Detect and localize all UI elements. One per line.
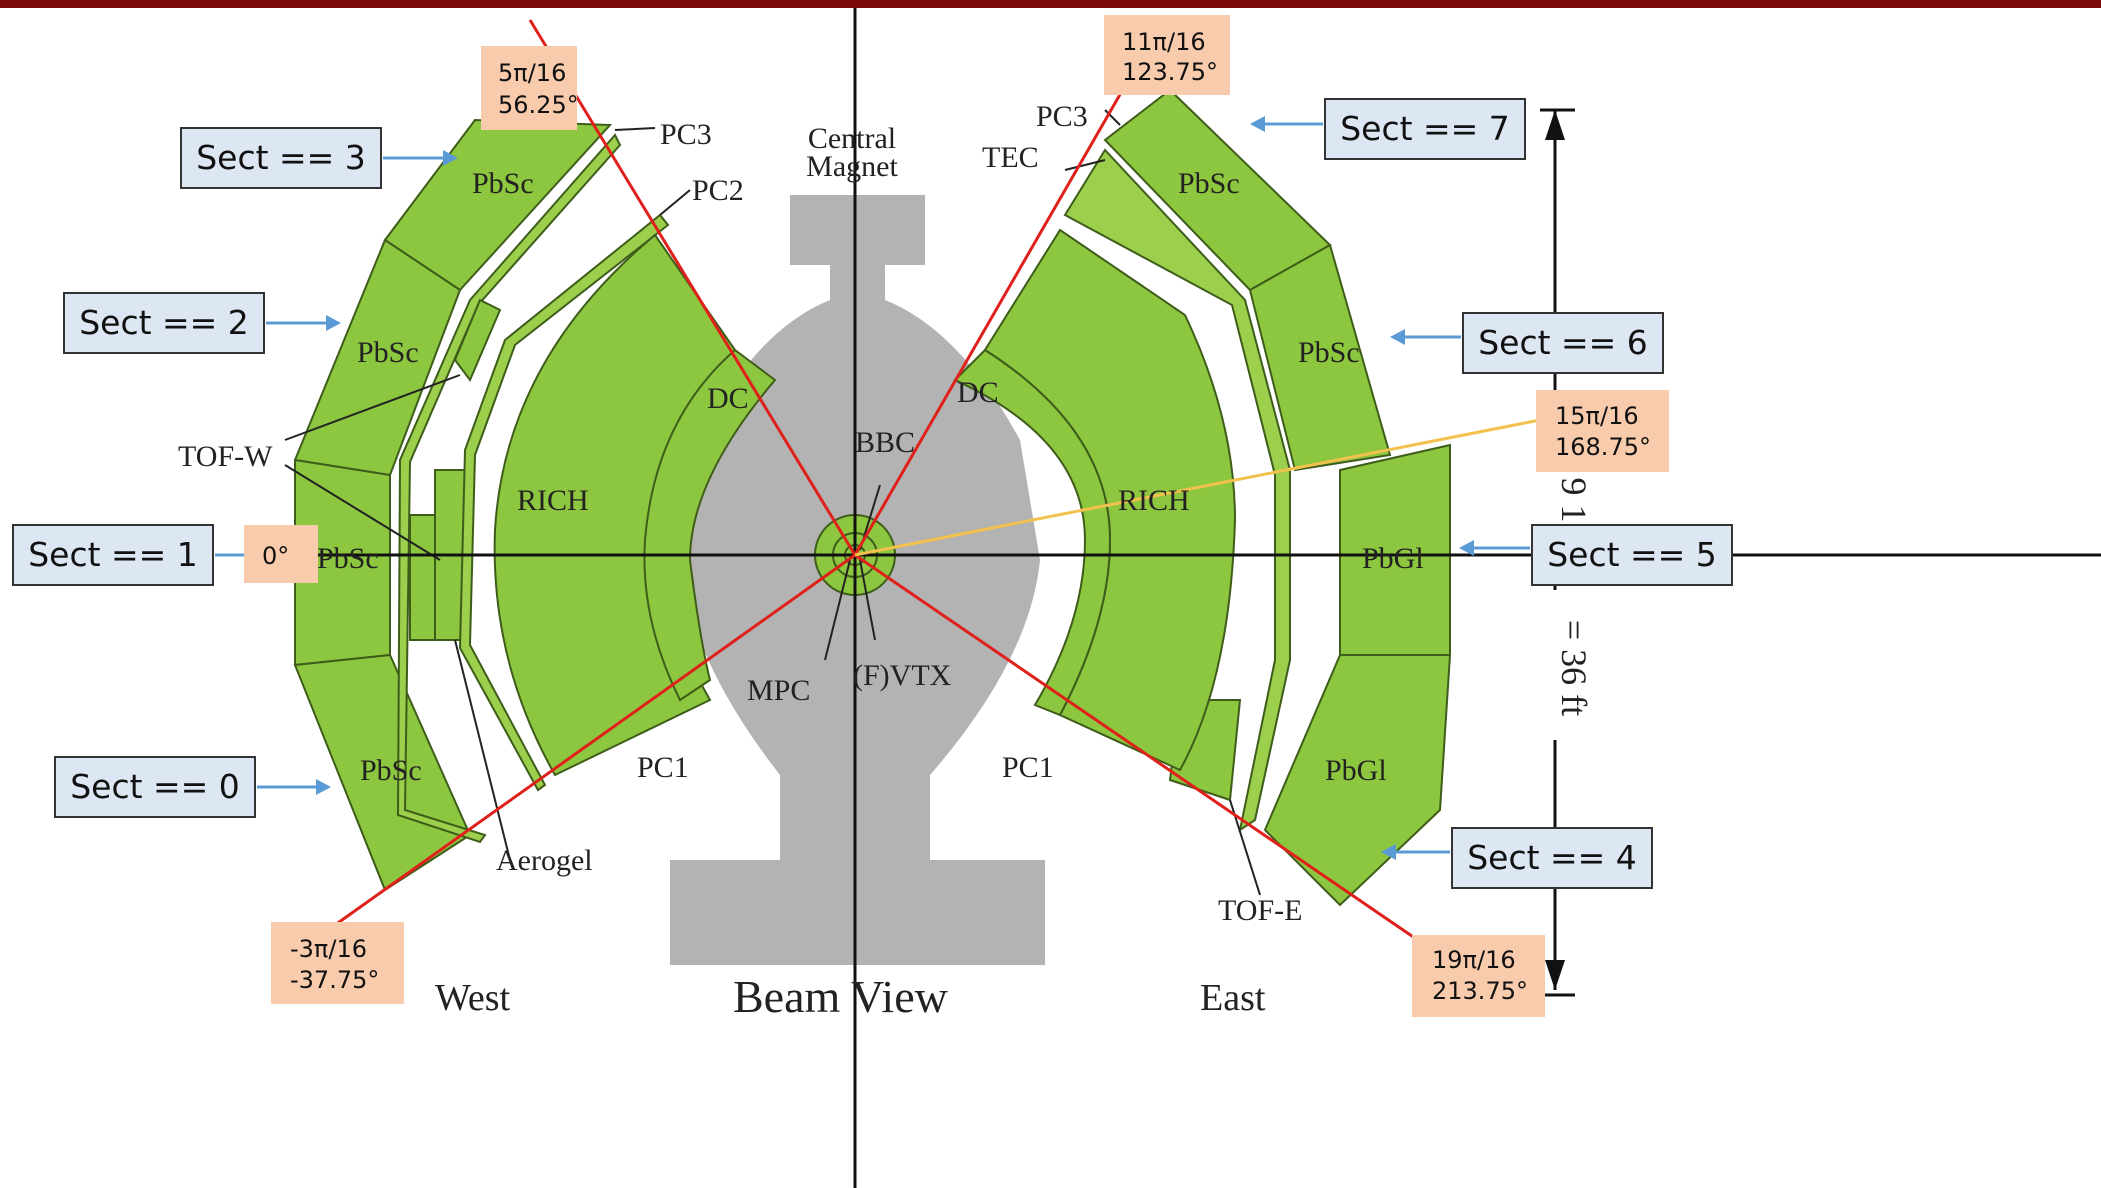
angle-11pi16-box	[1104, 15, 1230, 95]
west-arm	[293, 118, 777, 892]
sect-6-text: Sect == 6	[1478, 323, 1648, 362]
east-label: East	[1200, 977, 1266, 1019]
sect-7-text: Sect == 7	[1340, 109, 1510, 148]
angle-5pi16-line1: 5π/16	[498, 59, 566, 87]
line-11pi16	[853, 24, 1162, 556]
angle-11pi16-line1: 11π/16	[1122, 28, 1206, 56]
sect-3-box	[180, 127, 382, 189]
header-bar	[0, 0, 2101, 8]
pbsc-e7-label: PbSc	[1178, 167, 1240, 200]
angle-19pi16-line2: 213.75°	[1432, 977, 1528, 1005]
pbsc-east-sector-6	[1248, 243, 1392, 472]
rich-west-label: RICH	[517, 484, 589, 517]
angle-labels: 0° 5π/16 56.25° 11π/16 123.75° 15π/16 16…	[244, 15, 1669, 1017]
dc-east-label: DC	[957, 376, 999, 409]
vtx-label: (F)VTX	[853, 659, 952, 692]
dimension-partial: 9 1	[1554, 478, 1594, 523]
angle-15pi16-line1: 15π/16	[1555, 402, 1639, 430]
pbsc-e6-label: PbSc	[1298, 336, 1360, 369]
sect-4-box	[1451, 827, 1653, 889]
pc1-east-label: PC1	[1002, 751, 1054, 784]
angle-m3pi16-box	[271, 922, 404, 1004]
angle-19pi16-box	[1412, 935, 1545, 1017]
angle-m3pi16-line2: -37.75°	[290, 966, 379, 994]
sect-6-box	[1462, 312, 1664, 374]
dimension-text: = 36 ft	[1554, 620, 1594, 716]
pbsc-w0-label: PbSc	[360, 754, 422, 787]
sector-lines	[334, 19, 1541, 947]
sector-labels: Sect == 3 Sect == 2 Sect == 1 Sect == 0 …	[12, 98, 1733, 889]
line-m3pi16	[334, 553, 856, 927]
pc2-west-label: PC2	[692, 174, 744, 207]
pc2-west	[458, 213, 670, 792]
sect-7-box	[1324, 98, 1526, 160]
angle-15pi16-box	[1536, 390, 1669, 472]
angle-5pi16-line2: 56.25°	[498, 91, 579, 119]
tof-e-label: TOF-E	[1218, 894, 1302, 927]
angle-0-box	[244, 525, 318, 583]
pbgl-east-sector-4	[1263, 654, 1452, 907]
pbsc-w1-label: PbSc	[317, 542, 379, 575]
pbgl-e4-label: PbGl	[1325, 754, 1387, 787]
sect-1-text: Sect == 1	[28, 535, 198, 574]
sect-1-box	[12, 524, 214, 586]
west-label: West	[435, 977, 510, 1019]
angle-0-text: 0°	[262, 542, 289, 570]
pc3-east-label: PC3	[1036, 100, 1088, 133]
pc1-west-label: PC1	[637, 751, 689, 784]
central-magnet-label-1: Central	[808, 122, 896, 155]
tec-label: TEC	[982, 141, 1039, 174]
beam-view-label: Beam View	[733, 971, 949, 1022]
sect-2-text: Sect == 2	[79, 303, 249, 342]
mpc-label: MPC	[747, 674, 810, 707]
sect-0-text: Sect == 0	[70, 767, 240, 806]
sect-5-text: Sect == 5	[1547, 535, 1717, 574]
tof-w-label: TOF-W	[178, 440, 273, 473]
central-magnet-label-2: Magnet	[806, 150, 898, 183]
angle-5pi16-box	[481, 46, 577, 130]
tof-w-panel	[453, 298, 502, 382]
angle-19pi16-line1: 19π/16	[1432, 946, 1516, 974]
dc-west-label: DC	[707, 382, 749, 415]
pc3-west-label: PC3	[660, 118, 712, 151]
pbsc-w2-label: PbSc	[357, 336, 419, 369]
sect-4-text: Sect == 4	[1467, 838, 1637, 877]
dc-east	[953, 348, 1112, 717]
sect-3-text: Sect == 3	[196, 138, 366, 177]
pc3-west	[396, 133, 622, 844]
aerogel-label: Aerogel	[496, 844, 593, 877]
pbsc-west-sector-0	[293, 653, 472, 892]
axes	[240, 8, 2101, 1188]
sect-2-box	[63, 292, 265, 354]
rich-east-label: RICH	[1118, 484, 1190, 517]
pbsc-w3-label: PbSc	[472, 167, 534, 200]
tec-east	[1063, 148, 1291, 833]
east-arm	[953, 88, 1452, 907]
detector-labels: Central Magnet PC3 PC2 PC3 TEC PbSc PbSc…	[178, 100, 1424, 1022]
sect-0-box	[54, 756, 256, 818]
line-15pi16	[854, 418, 1541, 557]
angle-15pi16-line2: 168.75°	[1555, 433, 1651, 461]
angle-m3pi16-line1: -3π/16	[290, 935, 367, 963]
angle-11pi16-line2: 123.75°	[1122, 58, 1218, 86]
line-5pi16	[528, 19, 857, 556]
dc-west	[643, 348, 777, 702]
pbgl-e5-label: PbGl	[1362, 542, 1424, 575]
sect-5-box	[1531, 524, 1733, 586]
line-19pi16	[854, 553, 1426, 947]
bbc-label: BBC	[855, 426, 915, 459]
